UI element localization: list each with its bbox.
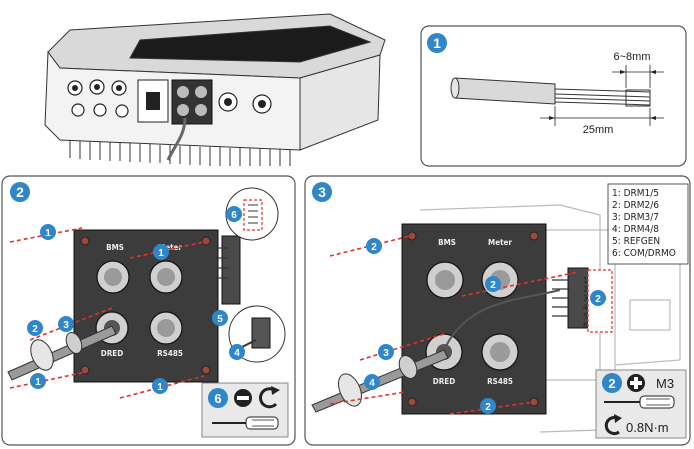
rotate-clockwise-icon [258,387,278,409]
pin-legend-1: 1: DRM1/5 [612,188,659,199]
arrow-callout-5: 5 [217,314,223,325]
port-label-meter-3: Meter [488,238,512,247]
arrow3-callout-2d: 2 [485,402,491,413]
step-3-callout [312,182,332,202]
step-2-number: 2 [16,184,24,200]
port-label-bms-3: BMS [438,238,456,247]
step-2-callout [10,182,30,202]
arrow3-callout-2c: 2 [595,294,601,305]
pin-number-5: 5 [583,312,588,321]
terminal-pin-numbers: 1 2 3 4 5 6 [583,276,588,330]
pin-legend-2: 2: DRM2/6 [612,200,659,211]
arrow-callout-1d: 1 [157,382,163,393]
arrow3-callout-4: 4 [369,378,375,389]
inverter-illustration [44,13,386,166]
pin-number-3: 3 [583,294,588,303]
rotate-clockwise-icon-3 [604,416,620,436]
arrow3-callout-3: 3 [383,348,389,359]
port-label-rs485: RS485 [157,349,183,358]
pin-legend-3: 3: DRM3/7 [612,212,659,223]
pin-number-4: 4 [583,303,588,312]
arrow-callout-1b: 1 [158,248,164,259]
panel-3-terminal-wiring: 3 1 2 3 4 5 6 1: DRM1/5 2: DRM2/6 [304,175,691,446]
pin-number-6: 6 [583,321,588,330]
port-label-dred: DRED [101,349,123,358]
screw-size: M3 [656,376,674,391]
tool-step-number: 6 [214,391,221,406]
step-1-callout [427,33,447,53]
port-label-dred-3: DRED [433,377,455,386]
port-label-bms: BMS [106,243,124,252]
step-3-number: 3 [318,184,326,200]
panel-2-cable-install: 2 BMS Meter DRED RS485 [1,175,296,446]
panel-3-arrow-callouts: 2 2 2 3 4 2 [364,238,606,414]
strip-length-outer: 25mm [583,124,614,136]
pin-legend-5: 5: REFGEN [612,236,660,247]
arrow-callout-4: 4 [234,348,240,359]
step-1-number: 1 [433,35,441,51]
port-label-rs485-3: RS485 [487,377,513,386]
torque-value: 0.8N·m [626,420,669,435]
arrow-callout-6: 6 [231,210,237,221]
panel-2-arrow-callouts: 1 1 1 1 2 3 4 5 6 [27,206,245,394]
arrow-callout-1a: 1 [45,228,51,239]
arrow3-callout-2a: 2 [371,242,377,253]
pin-number-2: 2 [583,285,588,294]
strip-length-inner: 6~8mm [614,51,651,63]
pin-legend-6: 6: COM/DRMO [612,248,676,259]
port-label-meter: Meter [158,243,182,252]
arrow-callout-2: 2 [32,324,38,335]
pin-legend: 1: DRM1/5 2: DRM2/6 3: DRM3/7 4: DRM4/8 … [612,188,676,259]
arrow-callout-3: 3 [63,320,69,331]
arrow-callout-1c: 1 [35,377,41,388]
pin-legend-4: 4: DRM4/8 [612,224,659,235]
pin-number-1: 1 [583,276,588,285]
arrow3-callout-2b: 2 [490,280,496,291]
tool-step-number-3: 2 [608,376,615,391]
panel-1-wire-strip: 1 6~8mm 25mm [420,25,687,167]
